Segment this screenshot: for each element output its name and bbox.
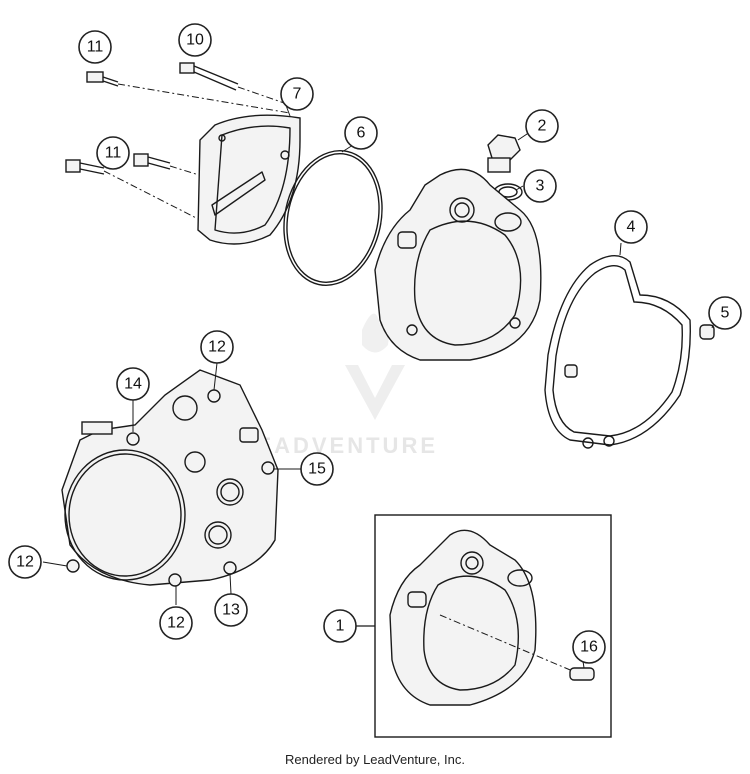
svg-text:5: 5 [721,305,730,322]
callout-1: 1 [323,609,357,643]
watermark-text: LEADVENTURE [240,433,438,458]
svg-text:6: 6 [357,125,366,142]
svg-text:7: 7 [293,86,302,103]
callout-6: 6 [344,116,378,150]
callout-16: 16 [572,630,606,664]
callout-15: 15 [300,452,334,486]
svg-text:15: 15 [308,461,326,478]
svg-text:14: 14 [124,376,142,393]
callout-12-left: 12 [8,545,42,579]
callout-3: 3 [523,169,557,203]
svg-text:1: 1 [336,618,345,635]
svg-text:11: 11 [87,39,104,56]
svg-text:12: 12 [167,615,185,632]
leader-lines [42,99,716,669]
svg-text:16: 16 [580,639,598,656]
svg-text:12: 12 [16,554,34,571]
callout-12-top: 12 [200,330,234,364]
bolt-10-11-group [65,62,291,226]
callout-4: 4 [614,210,648,244]
watermark: LEADVENTURE [240,313,438,458]
svg-text:2: 2 [538,118,547,135]
callout-2: 2 [525,109,559,143]
part-6-oring [283,150,383,286]
svg-text:11: 11 [105,145,122,162]
svg-text:13: 13 [222,602,240,619]
callout-13: 13 [214,593,248,627]
svg-text:12: 12 [208,339,226,356]
svg-text:3: 3 [536,178,545,195]
callout-14: 14 [116,367,150,401]
housing-upper [374,168,542,361]
part-5-dowel [699,324,715,340]
svg-text:4: 4 [627,219,636,236]
inset-assembly-box [355,514,612,738]
part-2-3-plug-washer [487,134,523,201]
part-4-gasket [544,255,691,449]
svg-text:10: 10 [186,32,204,49]
part-7-cover [197,114,301,245]
callout-11-top: 11 [78,30,112,64]
footer-credit: Rendered by LeadVenture, Inc. [285,752,465,767]
callout-5: 5 [708,296,742,330]
callout-10: 10 [178,23,212,57]
callout-12-bottom: 12 [159,606,193,640]
housing-lower-left [61,369,279,587]
callout-11-mid: 11 [96,136,130,170]
callout-7: 7 [280,77,314,111]
watermark-logo-icon [345,365,405,420]
